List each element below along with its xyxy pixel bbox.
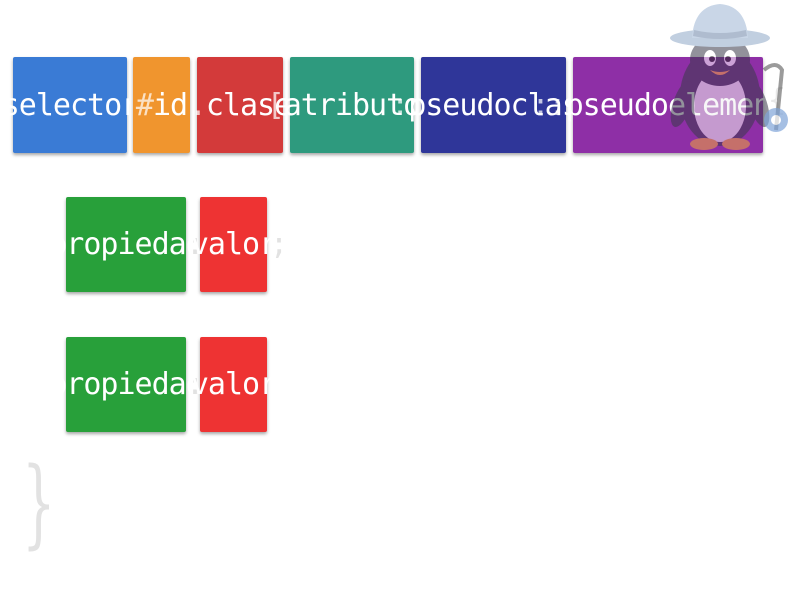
property-label-1: propiedad [49, 227, 204, 262]
property-chip-2: propiedad [49, 337, 204, 432]
selector-chip: selector [2, 57, 139, 153]
property-chip-1: propiedad [49, 197, 204, 292]
id-chip: #id [133, 57, 190, 153]
class-label: clase [205, 87, 292, 123]
class-dot: . [188, 87, 207, 123]
declaration-semicolon-1: ; [270, 227, 289, 262]
value-chip-1: valor [191, 197, 277, 292]
declaration-colon-1: : [186, 227, 205, 262]
pseudoclass-chip: :pseudoclase [391, 57, 597, 153]
pseudoclass-label: pseudoclase [408, 87, 597, 123]
class-chip: .clase [189, 57, 292, 153]
declaration-colon-2: : [186, 367, 205, 402]
selector-label: selector [1, 87, 139, 123]
pseudoelement-colons: :: [531, 87, 567, 123]
attribute-chip: [atributo] [267, 57, 438, 153]
gear-badge-icon [764, 108, 788, 132]
attribute-label: atributo [283, 87, 421, 123]
attribute-open-bracket: [ [266, 87, 285, 123]
pseudoclass-colon: : [391, 87, 409, 123]
value-chip-2: valor [191, 337, 277, 432]
value-label-2: valor [190, 367, 277, 402]
value-label-1: valor [190, 227, 277, 262]
id-hash: # [135, 87, 154, 123]
property-label-2: propiedad [49, 367, 204, 402]
id-label: id [152, 87, 188, 123]
close-brace: } [22, 447, 56, 559]
penguin-with-hat-icon [670, 4, 788, 150]
